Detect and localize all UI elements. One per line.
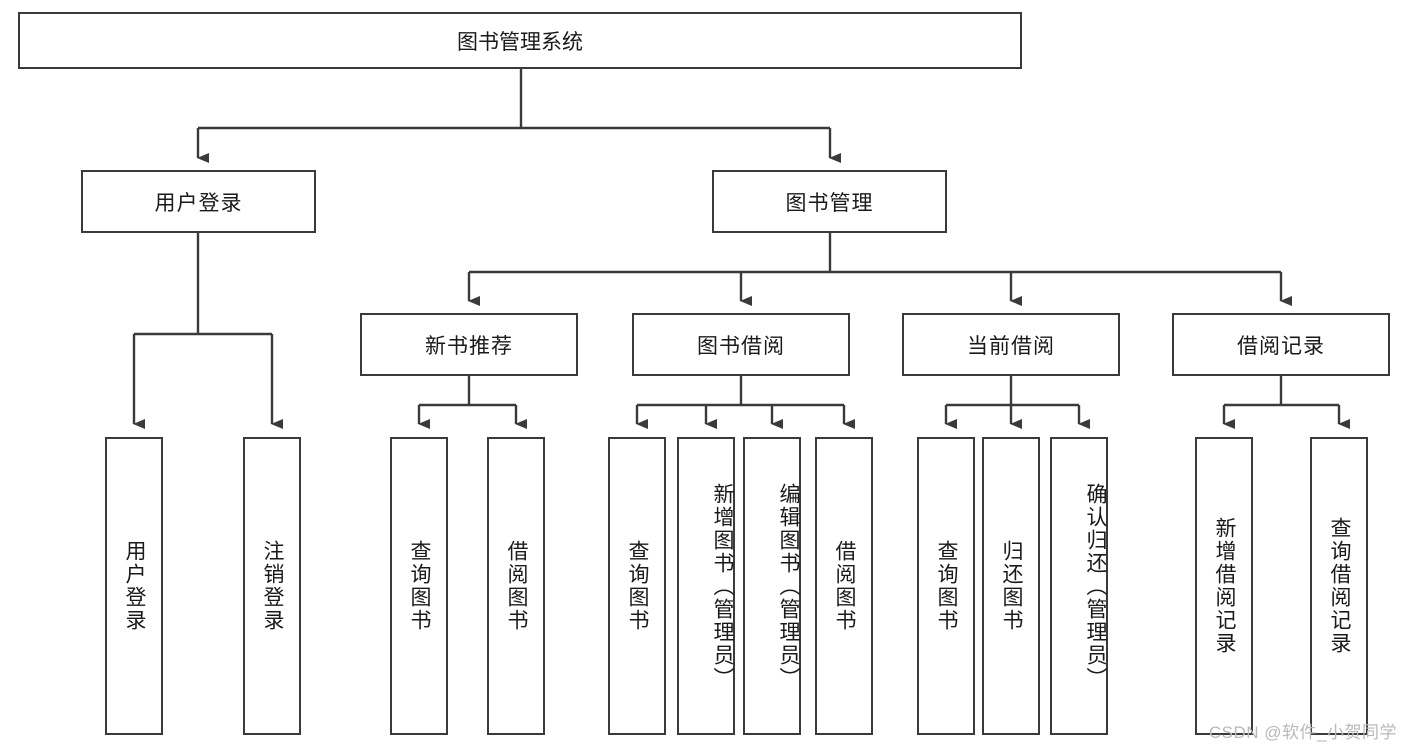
node-label: 用户登录 (123, 540, 147, 632)
leaf-borrow-book-recommend[interactable]: 借阅图书 (487, 437, 545, 735)
leaf-user-login[interactable]: 用户登录 (105, 437, 163, 735)
node-label: 确认归还（管理员） (1084, 482, 1107, 690)
node-label: 图书管理 (785, 191, 874, 215)
leaf-query-book-recommend[interactable]: 查询图书 (390, 437, 448, 735)
node-borrow-record[interactable]: 借阅记录 (1172, 313, 1390, 376)
node-label: 查询图书 (408, 540, 432, 632)
node-new-book-recommend[interactable]: 新书推荐 (360, 313, 578, 376)
node-label: 借阅记录 (1237, 334, 1325, 358)
node-label: 图书管理系统 (457, 30, 583, 54)
node-label: 新增图书（管理员） (711, 482, 734, 690)
node-label: 归还图书 (1000, 540, 1024, 632)
node-label: 当前借阅 (967, 334, 1055, 358)
node-label: 查询图书 (935, 540, 959, 632)
leaf-logout[interactable]: 注销登录 (243, 437, 301, 735)
node-label: 新书推荐 (425, 334, 513, 358)
csdn-watermark: CSDN @软件_小贺同学 (1208, 723, 1397, 742)
node-root-library-system[interactable]: 图书管理系统 (18, 12, 1022, 69)
node-label: 用户登录 (154, 191, 243, 215)
leaf-add-borrow-record[interactable]: 新增借阅记录 (1195, 437, 1253, 735)
node-user-login[interactable]: 用户登录 (81, 170, 316, 233)
leaf-add-book-admin[interactable]: 新增图书（管理员） (677, 437, 735, 735)
leaf-query-borrow-record[interactable]: 查询借阅记录 (1310, 437, 1368, 735)
node-book-borrow[interactable]: 图书借阅 (632, 313, 850, 376)
leaf-confirm-return-admin[interactable]: 确认归还（管理员） (1050, 437, 1108, 735)
leaf-query-book-current[interactable]: 查询图书 (917, 437, 975, 735)
leaf-borrow-book[interactable]: 借阅图书 (815, 437, 873, 735)
leaf-return-book[interactable]: 归还图书 (982, 437, 1040, 735)
node-label: 查询借阅记录 (1328, 517, 1352, 655)
leaf-query-book-borrow[interactable]: 查询图书 (608, 437, 666, 735)
node-label: 编辑图书（管理员） (777, 482, 800, 690)
node-label: 借阅图书 (833, 540, 857, 632)
node-label: 新增借阅记录 (1213, 517, 1237, 655)
leaf-edit-book-admin[interactable]: 编辑图书（管理员） (743, 437, 801, 735)
node-label: 注销登录 (261, 540, 285, 632)
node-book-management[interactable]: 图书管理 (712, 170, 947, 233)
node-label: 查询图书 (626, 540, 650, 632)
node-current-borrow[interactable]: 当前借阅 (902, 313, 1120, 376)
node-label: 借阅图书 (505, 540, 529, 632)
node-label: 图书借阅 (697, 334, 785, 358)
